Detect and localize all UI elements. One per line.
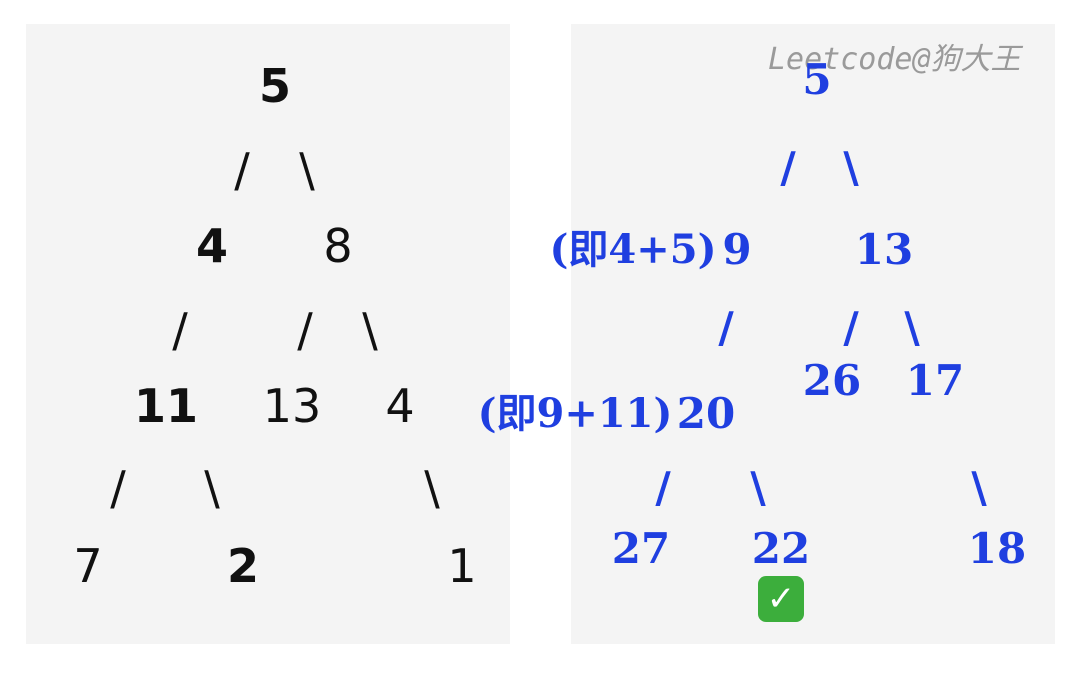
left-edge: \ <box>362 303 378 357</box>
left-edge: / <box>110 461 126 515</box>
left-node-7: 7 <box>73 539 103 593</box>
right-node-9: 9 <box>722 225 752 274</box>
right-node-22: 22 <box>751 524 811 573</box>
left-node-13: 13 <box>262 379 322 433</box>
original-tree-panel <box>26 24 510 644</box>
left-node-8: 8 <box>323 219 353 273</box>
left-node-4b: 4 <box>385 379 415 433</box>
right-node-9-note: (即4+5) <box>549 226 717 273</box>
right-edge: / <box>655 463 671 512</box>
left-node-1: 1 <box>447 539 477 593</box>
check-glyph: ✓ <box>766 579 796 619</box>
right-node-20: 20 <box>676 389 736 438</box>
left-edge: / <box>297 303 313 357</box>
right-edge: \ <box>971 463 987 512</box>
right-node-26: 26 <box>802 356 862 405</box>
right-edge: \ <box>904 303 920 352</box>
watermark: Leetcode@狗大王 <box>768 42 1021 77</box>
left-edge: / <box>234 143 250 197</box>
left-edge: \ <box>204 461 220 515</box>
right-node-27: 27 <box>611 524 671 573</box>
left-node-11: 11 <box>133 379 199 433</box>
left-node-2: 2 <box>226 539 260 593</box>
check-mark-icon: ✓ <box>758 576 804 622</box>
right-edge: / <box>718 303 734 352</box>
right-node-18: 18 <box>967 524 1027 573</box>
left-edge: \ <box>424 461 440 515</box>
right-node-17: 17 <box>905 356 965 405</box>
right-edge: \ <box>843 143 859 192</box>
right-node-13: 13 <box>854 225 914 274</box>
right-edge: \ <box>750 463 766 512</box>
right-node-root: 5 <box>802 55 832 104</box>
left-node-root: 5 <box>258 59 292 113</box>
left-edge: \ <box>299 143 315 197</box>
left-node-4: 4 <box>195 219 229 273</box>
right-node-20-note: (即9+11) <box>477 390 673 437</box>
right-edge: / <box>843 303 859 352</box>
right-edge: / <box>780 143 796 192</box>
left-edge: / <box>172 303 188 357</box>
path-sum-tree-panel <box>571 24 1055 644</box>
